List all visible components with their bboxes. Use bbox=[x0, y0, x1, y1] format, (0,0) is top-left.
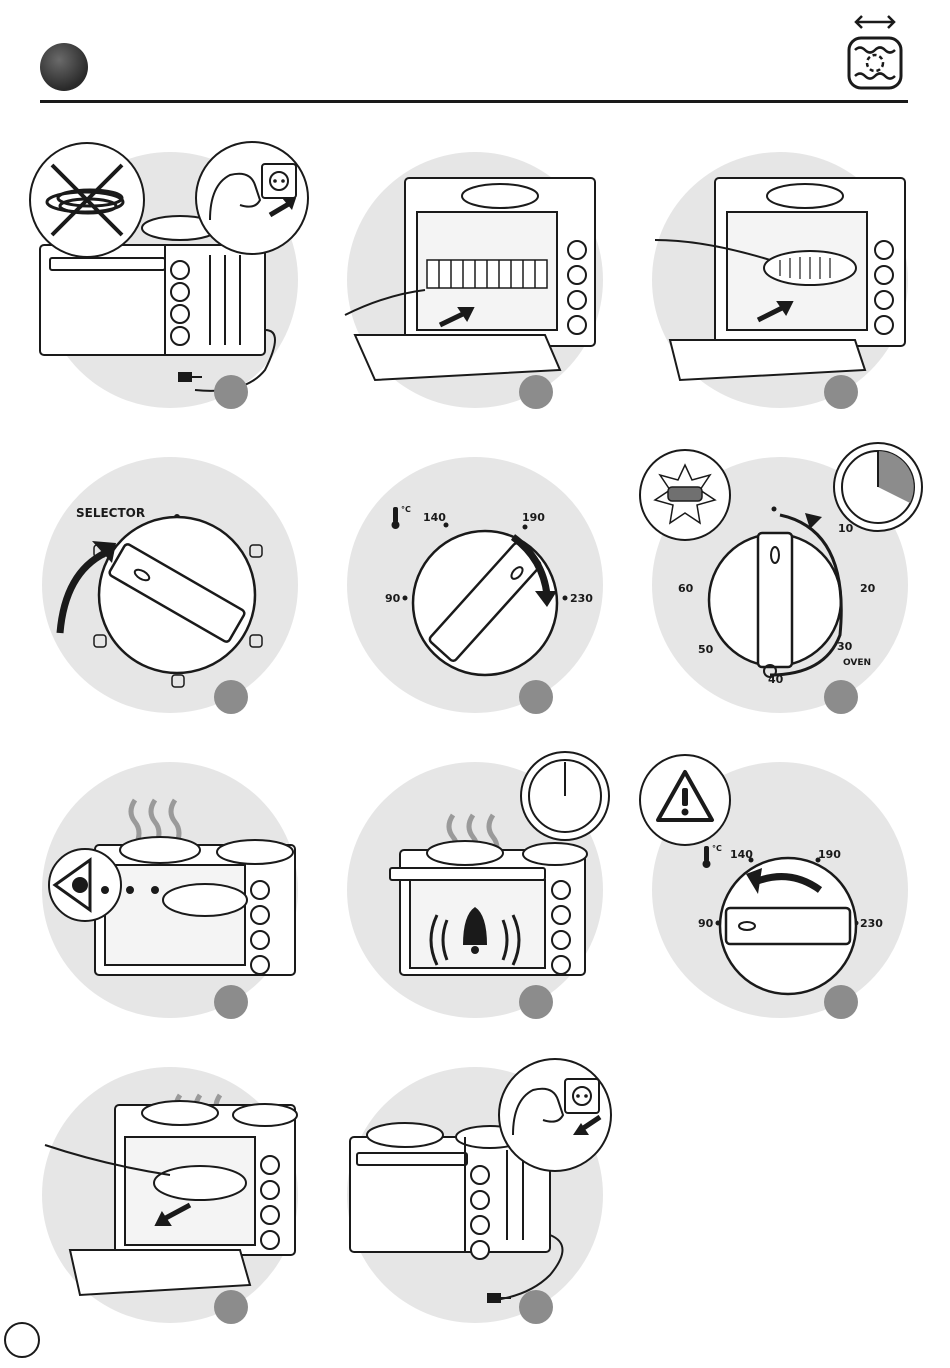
timer-clock-icon bbox=[834, 443, 922, 531]
step-4: SELECTOR bbox=[30, 445, 340, 755]
step-5: °C 140 190 90 230 bbox=[335, 445, 645, 755]
timer-30: 30 bbox=[837, 640, 853, 653]
warning-icon bbox=[640, 755, 730, 845]
oven-illustration bbox=[390, 841, 587, 975]
step-1 bbox=[30, 140, 340, 450]
temp-90: 90 bbox=[698, 917, 714, 930]
page-number-circle bbox=[4, 1322, 40, 1358]
step-11 bbox=[335, 1055, 645, 1365]
step-badge bbox=[214, 985, 248, 1019]
unplug-icon bbox=[499, 1059, 611, 1171]
header-rule bbox=[40, 100, 908, 103]
step-badge bbox=[214, 375, 248, 409]
step-badge bbox=[824, 680, 858, 714]
oven-label: OVEN bbox=[843, 658, 871, 668]
step-badge bbox=[214, 1290, 248, 1324]
step-8 bbox=[335, 750, 645, 1060]
step-badge bbox=[519, 985, 553, 1019]
unit-label: °C bbox=[401, 505, 411, 514]
temp-90: 90 bbox=[385, 592, 401, 605]
temp-190: 190 bbox=[818, 848, 841, 861]
clock-icon bbox=[521, 752, 609, 840]
thermostat-knob-icon bbox=[413, 531, 557, 675]
step-badge bbox=[214, 680, 248, 714]
thermostat-knob-icon bbox=[720, 858, 856, 994]
selector-label: SELECTOR bbox=[76, 506, 145, 520]
step-2 bbox=[335, 140, 645, 450]
step-10 bbox=[30, 1055, 340, 1365]
step-badge bbox=[824, 985, 858, 1019]
timer-50: 50 bbox=[698, 643, 714, 656]
step-badge bbox=[519, 1290, 553, 1324]
step-9: °C 140 190 90 230 bbox=[640, 750, 950, 1060]
oven-illustration bbox=[95, 837, 295, 975]
timer-40: 40 bbox=[768, 673, 784, 686]
no-coiled-cord-icon bbox=[30, 143, 144, 257]
selector-knob-icon bbox=[99, 517, 255, 673]
unit-label: °C bbox=[712, 844, 722, 853]
timer-60: 60 bbox=[678, 582, 694, 595]
indicator-light-icon bbox=[640, 450, 730, 540]
temp-190: 190 bbox=[522, 511, 545, 524]
step-badge bbox=[519, 680, 553, 714]
step-badge bbox=[824, 375, 858, 409]
convection-mode-icon bbox=[843, 10, 907, 92]
temp-140: 140 bbox=[423, 511, 446, 524]
section-dot bbox=[40, 43, 88, 91]
step-7 bbox=[30, 750, 340, 1060]
temp-230: 230 bbox=[860, 917, 883, 930]
step-3 bbox=[640, 140, 950, 450]
timer-20: 20 bbox=[860, 582, 876, 595]
plug-into-socket-icon bbox=[196, 142, 308, 254]
temp-230: 230 bbox=[570, 592, 593, 605]
timer-10: 10 bbox=[838, 522, 854, 535]
step-badge bbox=[519, 375, 553, 409]
step-6: 10 20 30 40 50 60 OVEN bbox=[640, 445, 950, 755]
